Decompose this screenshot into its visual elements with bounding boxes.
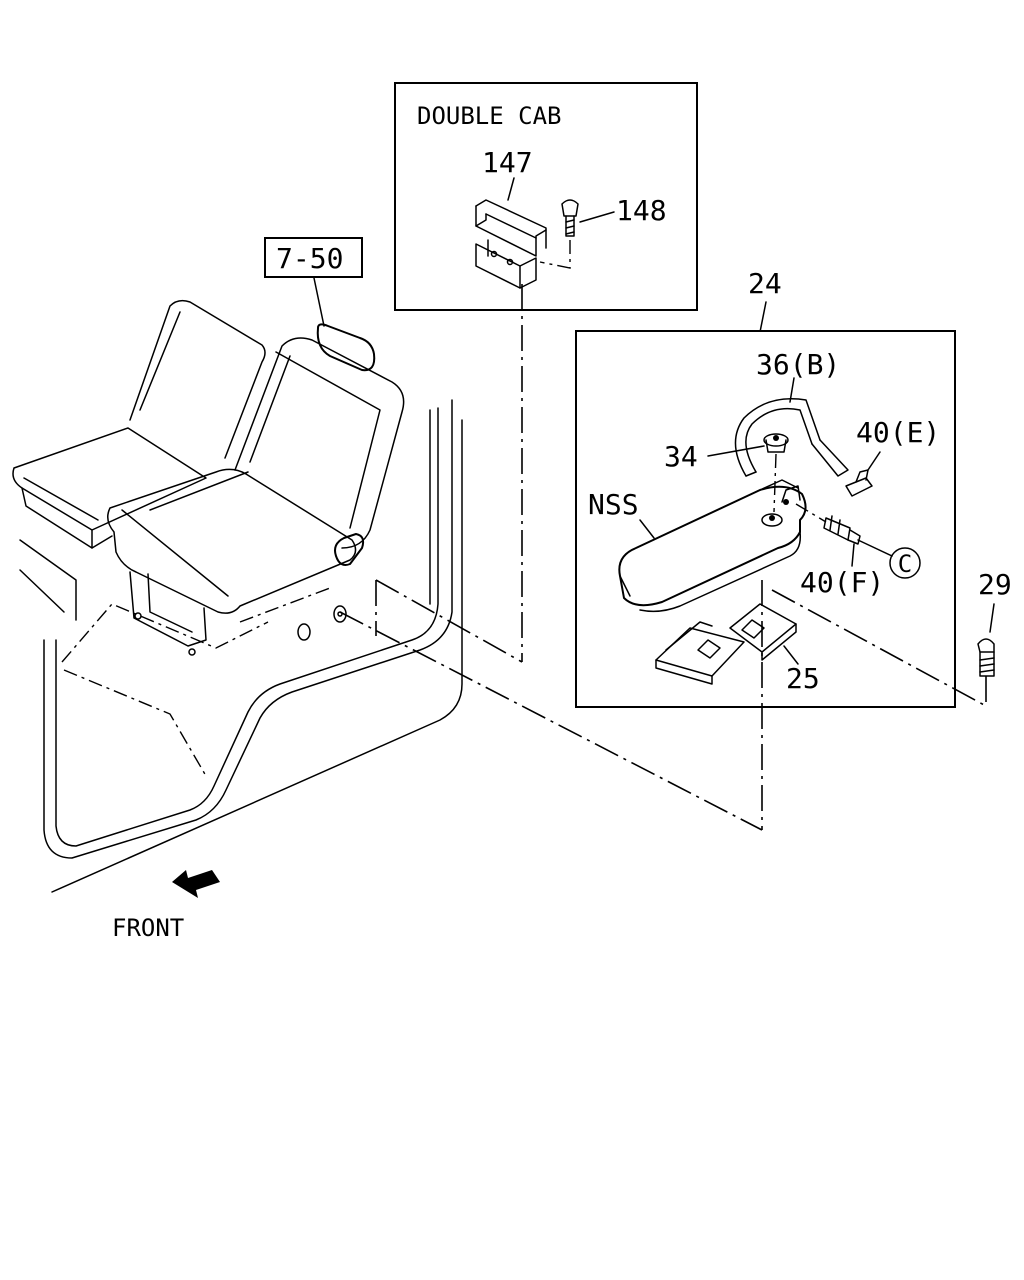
seat-illustration (12, 299, 463, 893)
front-label: FRONT (112, 914, 184, 942)
seat-reference-label: 7-50 (276, 242, 343, 275)
bolt-icon (539, 199, 615, 269)
bracket-icon (475, 177, 547, 289)
assembly-number: 24 (748, 267, 782, 300)
front-arrow-icon (172, 870, 220, 898)
sensor-body-icon (618, 479, 807, 613)
front-direction: FRONT (112, 870, 220, 942)
part-label-148: 148 (616, 194, 667, 227)
bolt-29: 29 (977, 568, 1012, 677)
inset-double-cab-frame (394, 82, 698, 311)
part-label-36b: 36(B) (756, 348, 840, 381)
inset-title: DOUBLE CAB (417, 102, 562, 130)
part-label-40e: 40(E) (856, 416, 940, 449)
tee-fitting-icon (845, 451, 881, 497)
callout-seat-reference: 7-50 (264, 237, 363, 327)
leader-lines (339, 284, 987, 831)
inset-assembly: 24 36(B) 40(E) 34 NSS 40(F) 25 (575, 267, 956, 708)
connector-ref-c: C (889, 547, 921, 579)
inset-assembly-frame (575, 330, 956, 708)
connector-ref-label: C (898, 550, 912, 578)
part-label-nss: NSS (588, 488, 639, 521)
part-label-34: 34 (664, 440, 698, 473)
part-label-147: 147 (482, 146, 533, 179)
inset-double-cab: DOUBLE CAB 147 148 (394, 82, 698, 311)
part-label-29: 29 (978, 568, 1012, 601)
part-label-40f: 40(F) (800, 566, 884, 599)
hose-icon (734, 377, 849, 477)
part-label-25: 25 (786, 662, 820, 695)
straight-fitting-icon (795, 503, 893, 567)
